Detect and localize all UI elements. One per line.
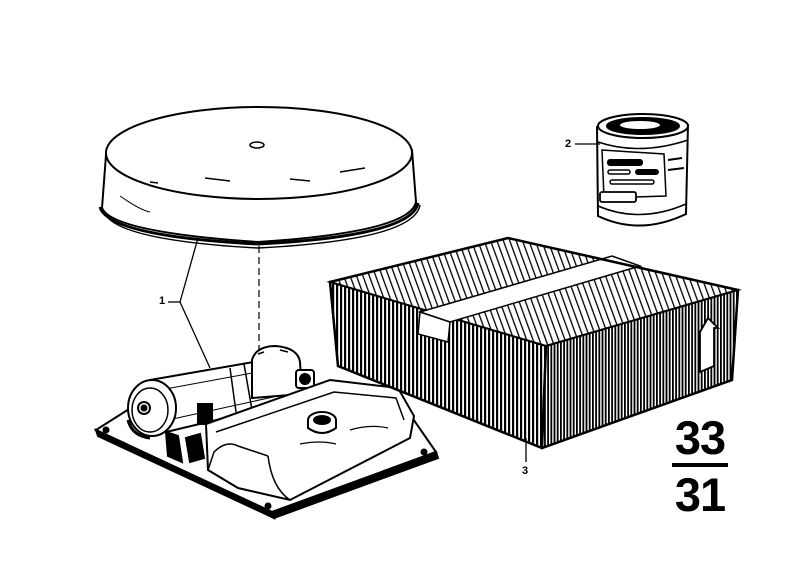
filter-unit: [93, 344, 440, 520]
carton-box: [326, 236, 742, 450]
callout-3: 3: [522, 465, 529, 477]
section-code-top: 33: [674, 411, 726, 464]
section-code: 33 31: [672, 414, 728, 518]
callout-2: 2: [565, 138, 572, 150]
section-code-bottom: 31: [674, 468, 726, 521]
section-code-divider: [672, 463, 728, 467]
air-filter-lid: [98, 106, 421, 249]
callout-1: 1: [159, 295, 166, 307]
grease-can: [596, 113, 689, 227]
callout-1-leaders: [168, 237, 211, 369]
